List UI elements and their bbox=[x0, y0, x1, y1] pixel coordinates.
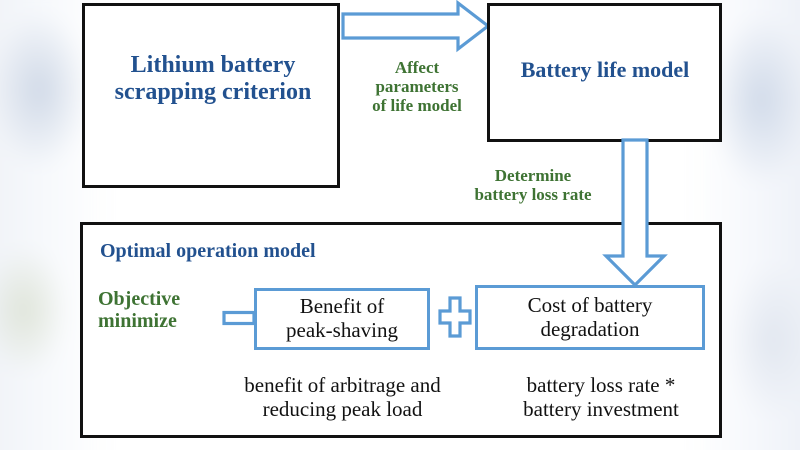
node-benefit-peak-shaving: Benefit of peak-shaving bbox=[254, 288, 430, 350]
plus-sign-icon bbox=[438, 296, 472, 338]
node-scrapping-criterion-label: Lithium battery scrapping criterion bbox=[114, 52, 312, 105]
down-block-arrow-icon bbox=[602, 138, 668, 288]
edge-label-determine-loss-rate: Determine battery loss rate bbox=[474, 166, 592, 205]
panel-title-optimal-operation-model: Optimal operation model bbox=[100, 240, 316, 262]
label-objective-minimize: Objective minimize bbox=[98, 288, 181, 333]
note-benefit-arbitrage: benefit of arbitrage and reducing peak l… bbox=[244, 373, 441, 421]
node-scrapping-criterion bbox=[82, 3, 340, 188]
minus-sign-icon bbox=[222, 310, 256, 326]
right-block-arrow-icon bbox=[341, 0, 491, 53]
note-battery-loss-rate: battery loss rate * battery investment bbox=[523, 373, 679, 421]
node-battery-life-model bbox=[487, 3, 722, 142]
node-cost-battery-degradation: Cost of battery degradation bbox=[475, 285, 705, 350]
edge-label-affect-parameters: Affect parameters of life model bbox=[372, 58, 462, 116]
node-battery-life-model-label: Battery life model bbox=[520, 57, 690, 82]
node-benefit-peak-shaving-label: Benefit of peak-shaving bbox=[286, 294, 398, 342]
node-cost-battery-degradation-label: Cost of battery degradation bbox=[527, 292, 653, 341]
